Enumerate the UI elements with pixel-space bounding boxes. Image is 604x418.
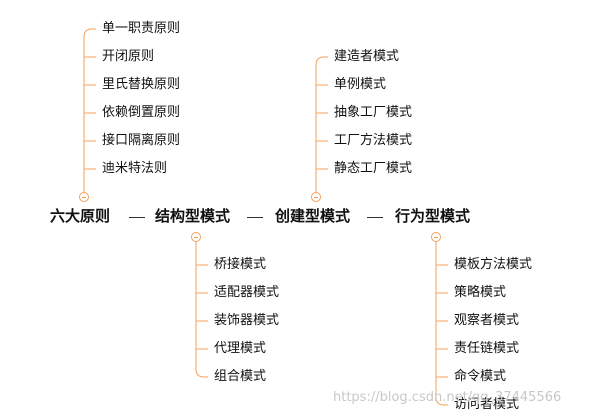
- watermark: https://blog.csdn.net/qq_37445566: [333, 390, 562, 405]
- leaf-behavioral[interactable]: 策略模式: [454, 285, 507, 300]
- connector-six-principles: [83, 28, 96, 192]
- main-node-behavioral[interactable]: 行为型模式: [395, 207, 471, 225]
- main-node-six-principles[interactable]: 六大原则: [50, 207, 111, 225]
- leaf-behavioral[interactable]: 观察者模式: [454, 313, 520, 328]
- collapse-minus-icon[interactable]: [79, 192, 89, 202]
- leaf-behavioral[interactable]: 模板方法模式: [454, 257, 533, 272]
- leaf-structural[interactable]: 适配器模式: [214, 285, 280, 300]
- leaf-six-principles[interactable]: 里氏替换原则: [102, 77, 181, 92]
- leaf-creational[interactable]: 建造者模式: [334, 49, 400, 64]
- connector-structural: [195, 242, 208, 378]
- leaf-six-principles[interactable]: 开闭原则: [102, 49, 155, 64]
- leaf-behavioral[interactable]: 责任链模式: [454, 341, 520, 356]
- main-node-creational[interactable]: 创建型模式: [275, 207, 351, 225]
- main-connector: [367, 217, 383, 218]
- leaf-creational[interactable]: 抽象工厂模式: [334, 105, 413, 120]
- leaf-structural[interactable]: 桥接模式: [214, 257, 267, 272]
- collapse-minus-icon[interactable]: [311, 192, 321, 202]
- collapse-minus-icon[interactable]: [191, 232, 201, 242]
- leaf-structural[interactable]: 组合模式: [214, 369, 267, 384]
- main-connector: [247, 217, 263, 218]
- leaf-behavioral[interactable]: 命令模式: [454, 369, 507, 384]
- main-connector: [129, 217, 145, 218]
- leaf-creational[interactable]: 静态工厂模式: [334, 161, 413, 176]
- leaf-structural[interactable]: 代理模式: [214, 341, 267, 356]
- collapse-minus-icon[interactable]: [431, 232, 441, 242]
- leaf-six-principles[interactable]: 单一职责原则: [102, 21, 181, 36]
- connector-creational: [315, 56, 328, 192]
- leaf-creational[interactable]: 单例模式: [334, 77, 387, 92]
- leaf-six-principles[interactable]: 迪米特法则: [102, 161, 168, 176]
- leaf-six-principles[interactable]: 接口隔离原则: [102, 133, 181, 148]
- leaf-structural[interactable]: 装饰器模式: [214, 313, 280, 328]
- connector-behavioral: [435, 242, 448, 406]
- main-node-structural[interactable]: 结构型模式: [155, 207, 231, 225]
- leaf-behavioral[interactable]: 访问者模式: [454, 397, 520, 412]
- leaf-six-principles[interactable]: 依赖倒置原则: [102, 105, 181, 120]
- leaf-creational[interactable]: 工厂方法模式: [334, 133, 413, 148]
